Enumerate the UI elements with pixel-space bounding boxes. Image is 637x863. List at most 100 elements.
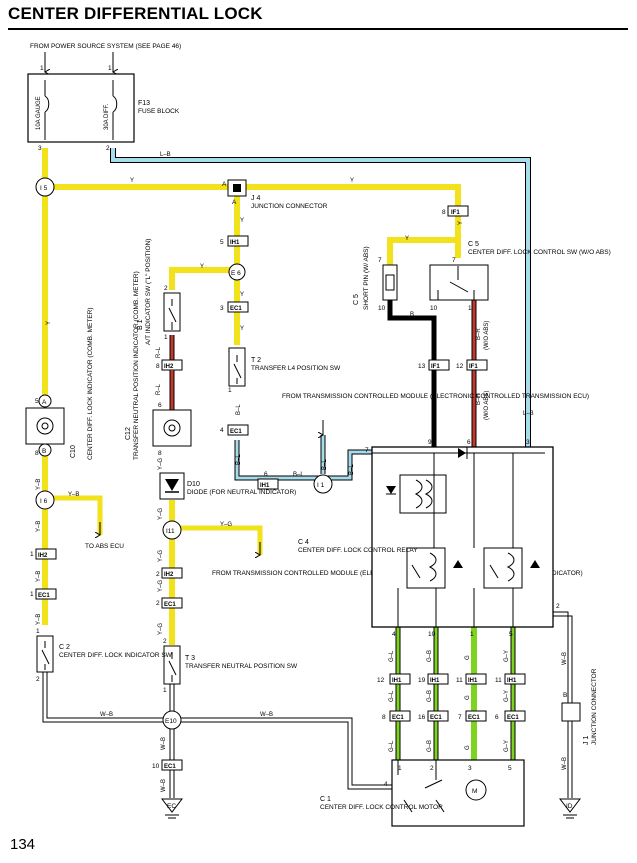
svg-text:11: 11	[495, 677, 502, 684]
svg-text:2: 2	[156, 571, 160, 578]
svg-text:G–B: G–B	[427, 650, 433, 662]
svg-text:G–L: G–L	[389, 740, 395, 752]
svg-text:Y: Y	[240, 326, 244, 332]
svg-text:1: 1	[468, 305, 472, 312]
svg-text:D10: D10	[187, 481, 200, 488]
svg-text:T 2: T 2	[251, 357, 261, 364]
ground-ec: EC	[160, 798, 184, 819]
connector-ih1-top: 5 IH1	[220, 235, 249, 247]
svg-text:8: 8	[442, 209, 446, 216]
svg-text:CENTER DIFF. LOCK CONTROL MOTO: CENTER DIFF. LOCK CONTROL MOTOR	[320, 804, 443, 811]
svg-text:CENTER DIFF. LOCK CONTROL RELA: CENTER DIFF. LOCK CONTROL RELAY	[298, 547, 418, 554]
svg-text:Y–G: Y–G	[158, 580, 164, 592]
svg-text:2: 2	[164, 285, 168, 292]
connector-ec1-left: 1 EC1	[30, 588, 57, 600]
svg-text:8: 8	[35, 450, 39, 457]
svg-text:12: 12	[456, 363, 464, 370]
svg-text:B–R: B–R	[476, 393, 482, 405]
connector-ec1-row: 8 EC1 16 EC1 7 EC1 6 EC1	[382, 710, 526, 722]
svg-text:30A DIFF.: 30A DIFF.	[104, 103, 110, 130]
svg-text:G–Y: G–Y	[504, 740, 510, 752]
svg-text:I 1: I 1	[317, 482, 325, 489]
svg-text:L–B: L–B	[523, 411, 534, 417]
svg-text:B–L: B–L	[293, 472, 304, 478]
svg-text:TRANSFER NEUTRAL POSITION INDI: TRANSFER NEUTRAL POSITION INDICATOR (COM…	[133, 271, 140, 460]
ground-id: ID	[558, 798, 582, 819]
svg-text:I 6: I 6	[40, 498, 48, 505]
svg-text:12: 12	[377, 677, 385, 684]
svg-text:R–L: R–L	[156, 346, 162, 358]
power-source-note: FROM POWER SOURCE SYSTEM (SEE PAGE 46)	[30, 43, 181, 50]
svg-text:1: 1	[164, 334, 168, 341]
svg-text:G: G	[465, 695, 471, 700]
connector-ec1-a: 3 EC1	[220, 301, 249, 313]
svg-text:C12: C12	[125, 427, 132, 440]
svg-text:19: 19	[418, 677, 426, 684]
svg-text:DIODE (FOR NEUTRAL INDICATOR): DIODE (FOR NEUTRAL INDICATOR)	[187, 489, 296, 496]
junction-i5: I 5	[35, 177, 55, 197]
svg-text:IH2: IH2	[164, 572, 174, 578]
svg-text:7: 7	[452, 257, 456, 264]
wire-lb	[110, 148, 531, 447]
junction-j1: B J 1 JUNCTION CONNECTOR	[561, 668, 598, 745]
svg-text:A/T INDICATOR SW ("L" POSITION: A/T INDICATOR SW ("L" POSITION)	[145, 239, 152, 345]
svg-text:10: 10	[378, 305, 386, 312]
svg-text:5: 5	[508, 765, 512, 772]
svg-text:9: 9	[428, 439, 432, 446]
svg-text:5: 5	[509, 631, 513, 638]
svg-text:E 6: E 6	[231, 270, 241, 277]
svg-text:G–Y: G–Y	[504, 690, 510, 702]
svg-text:Y–B: Y–B	[36, 571, 42, 582]
svg-text:3: 3	[38, 145, 42, 152]
svg-text:13: 13	[418, 363, 426, 370]
svg-text:5: 5	[220, 239, 224, 246]
svg-text:G: G	[465, 745, 471, 750]
diode-d10: D10 DIODE (FOR NEUTRAL INDICATOR)	[159, 472, 296, 500]
svg-text:C 5: C 5	[468, 241, 479, 248]
svg-text:EC: EC	[167, 803, 176, 810]
svg-text:CENTER DIFF. LOCK CONTROL SW (: CENTER DIFF. LOCK CONTROL SW (W/O ABS)	[468, 249, 611, 256]
svg-text:IF1: IF1	[469, 364, 478, 370]
svg-text:EC1: EC1	[164, 602, 176, 608]
svg-text:(W/O ABS): (W/O ABS)	[484, 321, 490, 350]
switch-t3: 2 1 T 3 TRANSFER NEUTRAL POSITION SW	[163, 638, 298, 694]
junction-i6: I 6	[35, 490, 55, 510]
svg-text:I11: I11	[166, 528, 175, 535]
svg-text:1: 1	[108, 65, 112, 72]
svg-text:T 3: T 3	[185, 655, 195, 662]
svg-text:7: 7	[378, 257, 382, 264]
fuse-block: FROM POWER SOURCE SYSTEM (SEE PAGE 46) 1…	[27, 43, 181, 152]
svg-text:SHORT PIN (W/ ABS): SHORT PIN (W/ ABS)	[363, 246, 370, 310]
svg-text:Y: Y	[350, 178, 354, 184]
svg-text:Y–B: Y–B	[36, 614, 42, 625]
svg-text:B: B	[563, 692, 567, 699]
svg-text:W–B: W–B	[161, 737, 167, 750]
svg-text:TRANSFER NEUTRAL POSITION SW: TRANSFER NEUTRAL POSITION SW	[185, 663, 298, 670]
connector-ih2-left: 1 IH2	[30, 548, 57, 560]
svg-text:1: 1	[36, 628, 40, 635]
svg-text:J 4: J 4	[251, 195, 260, 202]
svg-text:2: 2	[156, 600, 160, 607]
svg-text:C 4: C 4	[298, 539, 309, 546]
svg-text:W–B: W–B	[100, 712, 113, 718]
svg-text:EC1: EC1	[230, 429, 242, 435]
svg-text:Y: Y	[130, 178, 134, 184]
svg-text:1: 1	[30, 591, 34, 598]
svg-text:EC1: EC1	[430, 715, 442, 721]
svg-text:4: 4	[392, 631, 396, 638]
svg-text:B–L: B–L	[236, 404, 242, 415]
svg-text:IH2: IH2	[164, 364, 174, 370]
connector-if1-12: 12 IF1	[456, 359, 488, 371]
svg-text:EC1: EC1	[468, 715, 480, 721]
svg-text:Y: Y	[405, 236, 409, 242]
svg-text:8: 8	[156, 363, 160, 370]
svg-text:R–L: R–L	[156, 383, 162, 395]
svg-text:IF1: IF1	[431, 364, 440, 370]
svg-text:E10: E10	[165, 718, 177, 725]
short-pin-c5: 7 C 5 SHORT PIN (W/ ABS) 10	[353, 246, 398, 312]
svg-text:1: 1	[228, 387, 232, 394]
svg-text:Y–B: Y–B	[36, 479, 42, 490]
svg-text:C 1: C 1	[320, 796, 331, 803]
svg-text:B: B	[410, 312, 414, 318]
